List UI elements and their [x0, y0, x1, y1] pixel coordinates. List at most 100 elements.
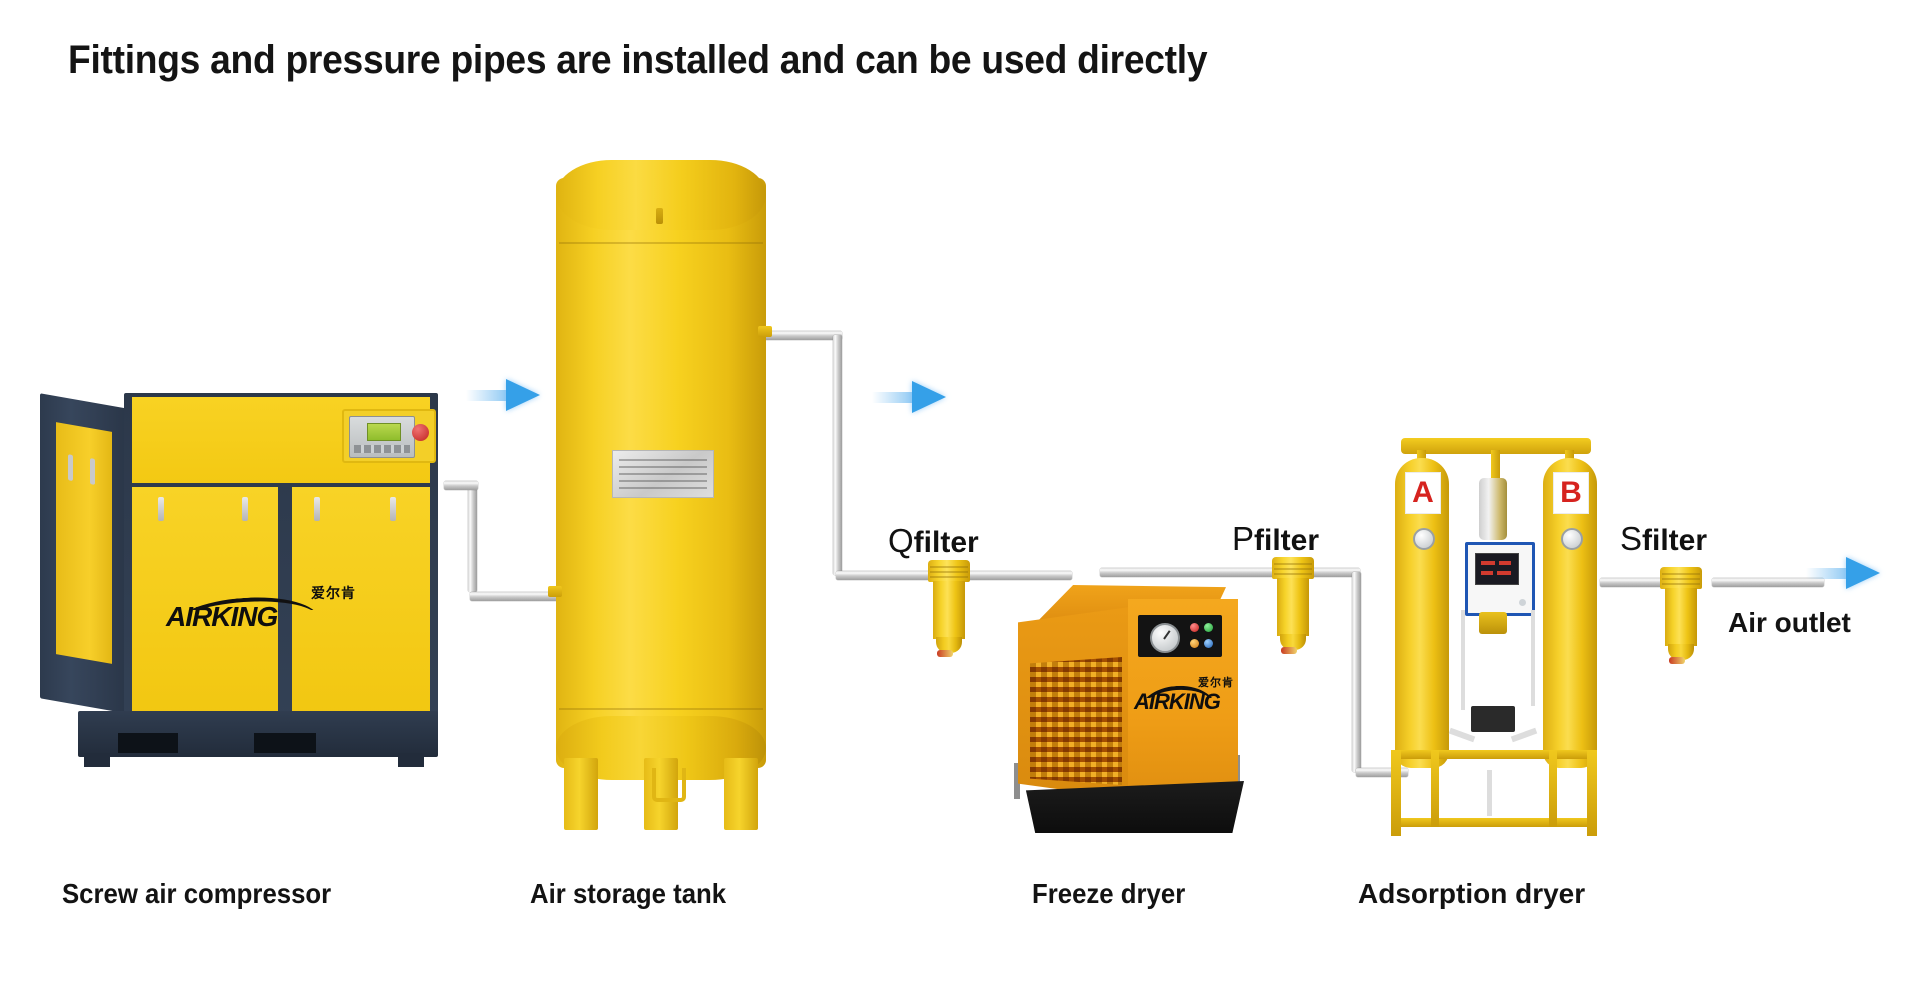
door-handle-icon[interactable] [390, 497, 396, 521]
filter-head [1272, 557, 1314, 579]
filter-head [1660, 567, 1702, 589]
caption-freeze-dryer: Freeze dryer [1032, 878, 1186, 909]
frame-rail [1391, 818, 1597, 827]
arrow-head-icon [506, 379, 540, 411]
frame-post [1549, 750, 1557, 827]
arrow-tail [872, 392, 918, 403]
logo-chinese-text: 爱尔肯 [1198, 677, 1234, 689]
tower-a-label: A [1405, 472, 1441, 514]
air-storage-tank[interactable] [548, 160, 772, 830]
frame-drain-line [1487, 770, 1492, 816]
s-filter[interactable] [1660, 567, 1702, 665]
filter-bowl-body [933, 581, 965, 639]
q-filter[interactable] [928, 560, 970, 658]
airking-logo: 爱尔肯 AIRKING [166, 586, 356, 631]
label-p-filter: Pfilter [1232, 520, 1319, 558]
label-q-filter: Qfilter [888, 522, 979, 560]
frame-rail [1391, 750, 1597, 759]
tank-leg [564, 758, 598, 830]
adsorption-controller-box[interactable] [1465, 542, 1535, 616]
door-handle-icon[interactable] [314, 497, 320, 521]
filter-head [928, 560, 970, 582]
arrow-head-icon [1846, 557, 1880, 589]
pipe-tank-outlet-top [748, 331, 842, 340]
frame-post [1587, 750, 1597, 836]
pipe-pfilter-outlet [1300, 568, 1360, 577]
emergency-stop-button[interactable] [412, 424, 429, 441]
flow-arrow-tank-to-qfilter [872, 380, 946, 414]
tower-a-pressure-gauge [1413, 528, 1435, 550]
arrow-head-icon [912, 381, 946, 413]
caption-screw-air-compressor: Screw air compressor [62, 878, 332, 909]
tower-b-label: B [1553, 472, 1589, 514]
label-s-filter: Sfilter [1620, 520, 1707, 558]
door-handle-icon[interactable] [242, 497, 248, 521]
dryer-ventilation-grille [1030, 657, 1122, 785]
p-filter-prefix: P [1232, 520, 1255, 557]
compressor-top-panel [132, 397, 436, 483]
filter-drain-valve[interactable] [937, 650, 953, 657]
s-filter-prefix: S [1620, 520, 1643, 557]
pipe-adsorption-outlet [1600, 578, 1686, 587]
p-filter[interactable] [1272, 557, 1314, 655]
top-manifold-pipe [1401, 438, 1591, 454]
skid-foot [84, 753, 110, 767]
filter-drain-valve[interactable] [1669, 657, 1685, 664]
pipe-into-adsorption-base [1356, 768, 1408, 777]
pipe-compressor-to-tank [470, 592, 566, 601]
compressor-base-skid [78, 711, 438, 767]
pipe-sfilter-outlet [1712, 578, 1824, 587]
pipe-adsorption-downcomer [1352, 572, 1361, 772]
filter-bowl-body [1665, 588, 1697, 646]
frame-post [1391, 750, 1401, 836]
filter-bowl-body [1277, 578, 1309, 636]
dryer-leg [1014, 763, 1020, 799]
indicator-light-amber[interactable] [1190, 639, 1199, 648]
dryer-front-face: 爱尔肯 AIRKING [1128, 599, 1238, 797]
controller-knob[interactable] [1519, 599, 1526, 606]
pipe-freezedryer-to-pfilter [1100, 568, 1280, 577]
compressor-side-door [56, 422, 112, 664]
tank-weld-seam [559, 242, 763, 244]
airking-logo: 爱尔肯 AIRKING [1134, 678, 1234, 713]
pressure-gauge-icon [1150, 623, 1180, 653]
manifold-center-leg [1491, 450, 1500, 484]
compressor-keypad[interactable] [354, 445, 410, 453]
adsorption-dryer[interactable]: A B [1387, 420, 1609, 838]
compressor-body: 爱尔肯 AIRKING [34, 375, 444, 767]
tank-inlet-nozzle [548, 586, 562, 597]
pipe-compressor-riser [468, 482, 477, 592]
tank-safety-valve[interactable] [656, 208, 663, 224]
arrow-tail [1806, 568, 1852, 579]
indicator-light-red[interactable] [1190, 623, 1199, 632]
door-handle-icon[interactable] [158, 497, 164, 521]
pipe-compressor-top [444, 481, 478, 490]
control-tubing [1531, 610, 1535, 706]
skid-foot [398, 753, 424, 767]
caption-air-storage-tank: Air storage tank [530, 878, 727, 909]
regeneration-valve [1479, 612, 1507, 634]
compressor-control-panel[interactable] [342, 409, 436, 463]
compressor-lcd-display [367, 423, 401, 441]
indicator-light-green[interactable] [1204, 623, 1213, 632]
filter-bowl-bottom [1280, 634, 1306, 650]
flow-arrow-compressor-to-tank [466, 378, 540, 412]
control-tubing [1461, 610, 1465, 710]
tank-weld-seam [559, 708, 763, 710]
freeze-dryer[interactable]: 爱尔肯 AIRKING [1012, 585, 1252, 835]
dryer-base-plinth [1025, 781, 1244, 833]
flow-arrow-system-outlet [1806, 556, 1880, 590]
q-filter-prefix: Q [888, 522, 914, 559]
filter-drain-valve[interactable] [1281, 647, 1297, 654]
screw-air-compressor[interactable]: 爱尔肯 AIRKING [34, 375, 444, 767]
dryer-control-panel[interactable] [1138, 615, 1222, 657]
filter-bowl-bottom [1668, 644, 1694, 660]
tank-nameplate [612, 450, 714, 498]
tank-outlet-nozzle [758, 326, 772, 337]
logo-chinese-text: 爱尔肯 [311, 585, 356, 601]
compressor-controller[interactable] [349, 416, 415, 458]
indicator-light-blue[interactable] [1204, 639, 1213, 648]
compressor-front-frame: 爱尔肯 AIRKING [124, 393, 438, 727]
pipe-qfilter-to-freezedryer [962, 571, 1072, 580]
